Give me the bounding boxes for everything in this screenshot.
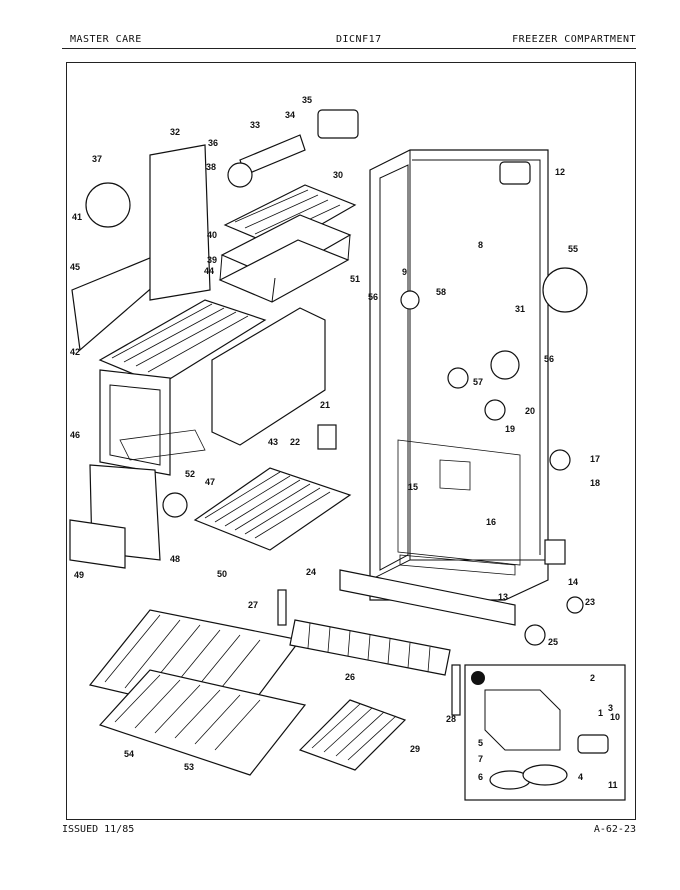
callout-18: 18 [590, 478, 600, 488]
callout-11: 11 [608, 780, 618, 790]
inset-detail-box [464, 664, 626, 801]
callout-5: 5 [478, 738, 483, 748]
header-rule [62, 48, 636, 49]
callout-51: 51 [350, 274, 360, 284]
callout-9: 9 [402, 267, 407, 277]
callout-55: 55 [568, 244, 578, 254]
callout-47: 47 [205, 477, 215, 487]
callout-3: 3 [608, 703, 613, 713]
callout-49: 49 [74, 570, 84, 580]
callout-2: 2 [590, 673, 595, 683]
upper-shelf-assembly [218, 184, 357, 303]
callout-41: 41 [72, 212, 82, 222]
callout-23: 23 [585, 597, 595, 607]
wire-shelf-50 [193, 467, 352, 551]
diagram-frame [66, 62, 636, 820]
callout-labels: 1234567891011121314151617181920212223242… [70, 95, 620, 790]
ice-tray [298, 699, 407, 771]
callout-22: 22 [290, 437, 300, 447]
brand-label: MASTER CARE [70, 34, 142, 45]
callout-8: 8 [478, 240, 483, 250]
page-reference: A-62-23 [593, 824, 636, 835]
callout-13: 13 [498, 592, 508, 602]
callout-1: 1 [598, 708, 603, 718]
callout-31: 31 [515, 304, 525, 314]
callout-56: 56 [544, 354, 554, 364]
callout-40: 40 [207, 230, 217, 240]
callout-36: 36 [208, 138, 218, 148]
callout-50: 50 [217, 569, 227, 579]
callout-4: 4 [578, 772, 583, 782]
callout-28: 28 [446, 714, 456, 724]
callout-54: 54 [124, 749, 134, 759]
callout-10: 10 [610, 712, 620, 722]
callout-38: 38 [206, 162, 216, 172]
callout-35: 35 [302, 95, 312, 105]
callout-24: 24 [306, 567, 316, 577]
callout-21: 21 [320, 400, 330, 410]
callout-15: 15 [408, 482, 418, 492]
callout-27: 27 [248, 600, 258, 610]
callout-26: 26 [345, 672, 355, 682]
lower-shelves [88, 609, 307, 776]
small-components [85, 109, 588, 716]
callout-37: 37 [92, 154, 102, 164]
callout-58: 58 [436, 287, 446, 297]
callout-42: 42 [70, 347, 80, 357]
callout-52: 52 [185, 469, 195, 479]
callout-39: 39 [207, 255, 217, 265]
callout-25: 25 [548, 637, 558, 647]
callout-57: 57 [473, 377, 483, 387]
toe-grille [289, 569, 516, 676]
callout-6: 6 [478, 772, 483, 782]
model-number: DICNF17 [336, 34, 382, 45]
callout-29: 29 [410, 744, 420, 754]
callout-12: 12 [555, 167, 565, 177]
callout-33: 33 [250, 120, 260, 130]
callout-53: 53 [184, 762, 194, 772]
callout-46: 46 [70, 430, 80, 440]
callout-20: 20 [525, 406, 535, 416]
callout-19: 19 [505, 424, 515, 434]
callout-17: 17 [590, 454, 600, 464]
drawer-assembly [98, 299, 326, 476]
callout-34: 34 [285, 110, 295, 120]
callout-32: 32 [170, 127, 180, 137]
section-title: FREEZER COMPARTMENT [512, 34, 636, 45]
callout-30: 30 [333, 170, 343, 180]
callout-48: 48 [170, 554, 180, 564]
callout-14: 14 [568, 577, 578, 587]
callout-45: 45 [70, 262, 80, 272]
callout-56: 56 [368, 292, 378, 302]
callout-16: 16 [486, 517, 496, 527]
issue-date: ISSUED 11/85 [62, 824, 135, 835]
callout-43: 43 [268, 437, 278, 447]
callout-7: 7 [478, 754, 483, 764]
callout-44: 44 [204, 266, 214, 276]
